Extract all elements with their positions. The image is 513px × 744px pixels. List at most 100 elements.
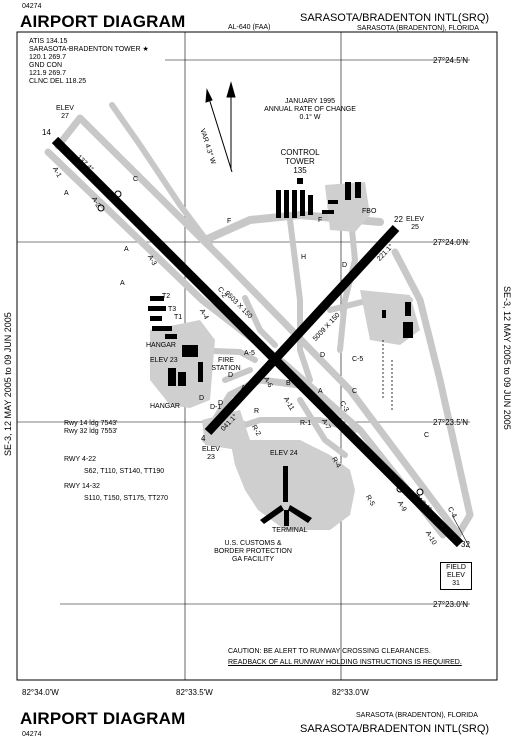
runway-32-end-label: 32 xyxy=(461,540,470,549)
runway-end-markers xyxy=(97,190,424,496)
frequency-block: ATIS 134.15 SARASOTA-BRADENTON TOWER ★ 1… xyxy=(29,38,149,86)
taxiway-label: T3 xyxy=(168,306,177,313)
taxiway-label: A xyxy=(318,388,323,395)
taxiway-label: C-5 xyxy=(352,356,364,363)
taxiway-label: D xyxy=(320,352,326,359)
elev-label: ELEV xyxy=(202,446,220,453)
taxiway-label: C xyxy=(176,262,182,269)
taxiway-label: A xyxy=(392,476,397,483)
taxiway-label: A xyxy=(64,190,69,197)
runway-22-elevation: ELEV 25 xyxy=(402,216,428,232)
taxiway-label: T2 xyxy=(162,293,171,300)
taxiway-label: A-5 xyxy=(244,350,255,357)
freq-tower-values: 120.1 269.7 xyxy=(29,54,66,61)
taxiway-label: A xyxy=(358,440,363,447)
rwy-4-22-strength-title: RWY 4-22 xyxy=(64,456,97,463)
freq-clearance: CLNC DEL 118.25 xyxy=(29,78,87,85)
lon-label-left: 82°34.0'W xyxy=(22,688,59,697)
taxiway-label: D xyxy=(199,395,205,402)
taxiway-label: D xyxy=(342,262,348,269)
elev-label: ELEV xyxy=(406,216,424,223)
tower-label-line2: TOWER xyxy=(285,157,315,166)
variation-date: JANUARY 1995 xyxy=(285,98,335,105)
rwy-4-22-strength-values: S62, T110, ST140, TT190 xyxy=(84,468,165,475)
lat-label-bottom: 27°23.0'N xyxy=(433,600,468,609)
runway-14-elevation: ELEV 27 xyxy=(52,105,78,121)
fire-station-line1: FIRE xyxy=(218,357,234,364)
taxiway-label: B xyxy=(286,380,291,387)
customs-line2: BORDER PROTECTION xyxy=(214,548,292,555)
lat-label-mid: 27°24.0'N xyxy=(433,238,468,247)
caution-line1: CAUTION: BE ALERT TO RUNWAY CROSSING CLE… xyxy=(228,648,431,655)
hangar-label-south: HANGAR xyxy=(150,403,180,410)
tower-elevation: 135 xyxy=(293,166,307,175)
elev-label: ELEV xyxy=(56,105,74,112)
diagram-frame xyxy=(16,31,498,681)
location-bottom: SARASOTA (BRADENTON), FLORIDA xyxy=(356,712,478,719)
location-top: SARASOTA (BRADENTON), FLORIDA xyxy=(357,25,479,32)
taxiway-label: R xyxy=(254,408,260,415)
taxiway-label: H xyxy=(301,254,307,261)
north-arrow-icon xyxy=(205,81,236,173)
field-elevation-box: FIELD ELEV 31 xyxy=(440,562,472,590)
taxiway-label: A xyxy=(241,385,246,392)
runway-4-elevation: ELEV 23 xyxy=(198,446,224,462)
runway-4-22 xyxy=(204,224,400,436)
lat-label-top: 27°24.5'N xyxy=(433,56,468,65)
variation-rate-label: ANNUAL RATE OF CHANGE xyxy=(264,106,356,113)
freq-tower: SARASOTA-BRADENTON TOWER ★ xyxy=(29,46,149,53)
terminal-label: TERMINAL xyxy=(272,527,308,534)
rwy-14-32-strength-values: S110, T150, ST175, TT270 xyxy=(84,495,169,502)
terminal-apron-elevation: ELEV 24 xyxy=(270,450,298,457)
taxiway-label: C xyxy=(352,388,358,395)
taxiway-label: F xyxy=(318,217,323,224)
freq-ground-values: 121.9 269.7 xyxy=(29,70,66,77)
taxiway-label: A xyxy=(120,280,125,287)
freq-atis: ATIS 134.15 xyxy=(29,38,68,45)
taxiway-label: T1 xyxy=(174,314,183,321)
runway-22-end-label: 22 xyxy=(394,215,403,224)
fbo-label: FBO xyxy=(362,208,377,215)
runway-14-32 xyxy=(51,136,464,548)
runway-4-end-label: 4 xyxy=(201,434,206,443)
misc-marks xyxy=(382,340,471,549)
taxiway-label: C xyxy=(424,432,430,439)
diagram-title-bottom: AIRPORT DIAGRAM xyxy=(20,709,186,728)
freq-ground: GND CON xyxy=(29,62,63,69)
taxiway-label: D xyxy=(228,372,234,379)
diagram-title-top: AIRPORT DIAGRAM xyxy=(20,12,186,31)
taxiway-label: A xyxy=(124,246,129,253)
doc-number-top: 04274 xyxy=(22,3,42,10)
customs-facility-label: U.S. CUSTOMS & BORDER PROTECTION GA FACI… xyxy=(208,540,298,564)
landing-distances: Rwy 14 ldg 7543' Rwy 32 ldg 7553' xyxy=(64,420,117,436)
tower-label-line1: CONTROL xyxy=(280,148,320,157)
caution-line2: READBACK OF ALL RUNWAY HOLDING INSTRUCTI… xyxy=(228,659,462,666)
hangar-label-north: HANGAR xyxy=(146,342,176,349)
elev-value: 27 xyxy=(61,113,69,120)
taxiway-label: R-1 xyxy=(300,420,312,427)
apron-elevation-label: ELEV 23 xyxy=(150,357,178,364)
al-number: AL-640 (FAA) xyxy=(228,24,271,31)
doc-number-bottom: 04274 xyxy=(22,731,42,738)
rwy-14-ldg: Rwy 14 ldg 7543' xyxy=(64,420,118,427)
rwy-32-ldg: Rwy 32 ldg 7553' xyxy=(64,428,118,435)
customs-line1: U.S. CUSTOMS & xyxy=(224,540,282,547)
runway-14-end-label: 14 xyxy=(42,128,51,137)
field-elev-line2: ELEV xyxy=(447,572,465,579)
field-elev-value: 31 xyxy=(452,580,460,587)
field-elev-line1: FIELD xyxy=(446,564,466,571)
taxiway-label: F xyxy=(227,218,232,225)
variation-rate: 0.1° W xyxy=(299,114,321,121)
fire-station-label: FIRE STATION xyxy=(208,357,244,373)
fire-station-line2: STATION xyxy=(211,365,241,372)
runways xyxy=(51,136,464,548)
airport-name-top: SARASOTA/BRADENTON INTL(SRQ) xyxy=(300,12,490,24)
control-tower-label: CONTROL TOWER 135 xyxy=(276,148,324,175)
elev-value: 25 xyxy=(411,224,419,231)
magnetic-variation-block: JANUARY 1995 ANNUAL RATE OF CHANGE 0.1° … xyxy=(250,98,370,122)
lon-label-mid: 82°33.5'W xyxy=(176,688,213,697)
lon-label-right: 82°33.0'W xyxy=(332,688,369,697)
rwy-14-32-strength-title: RWY 14-32 xyxy=(64,483,100,490)
buildings xyxy=(148,178,413,526)
